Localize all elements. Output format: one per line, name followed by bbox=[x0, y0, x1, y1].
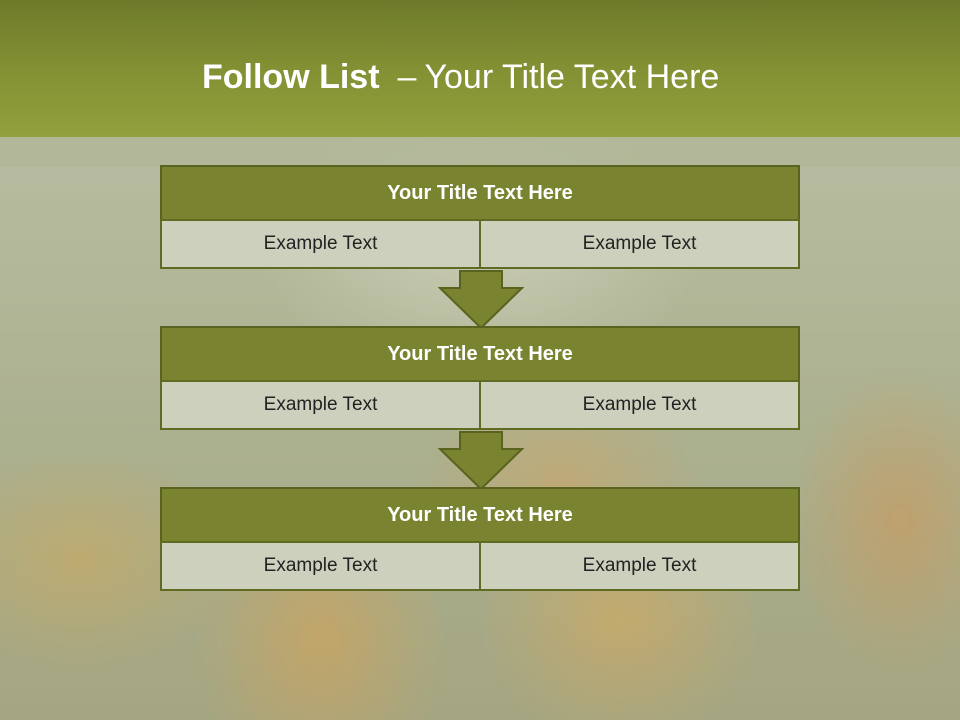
title-subtext: Your Title Text Here bbox=[424, 58, 720, 96]
block-cell-left: Example Text bbox=[160, 541, 481, 591]
block-cell-right: Example Text bbox=[479, 219, 800, 269]
block-title: Your Title Text Here bbox=[160, 326, 800, 382]
block-cell-left: Example Text bbox=[160, 380, 481, 430]
arrow-down-icon bbox=[438, 431, 524, 491]
block-cell-left: Example Text bbox=[160, 219, 481, 269]
block-cell-right: Example Text bbox=[479, 380, 800, 430]
follow-block-3: Your Title Text Here Example Text Exampl… bbox=[160, 487, 800, 591]
block-row: Example Text Example Text bbox=[160, 541, 800, 591]
block-cell-right: Example Text bbox=[479, 541, 800, 591]
header-band bbox=[0, 0, 960, 137]
block-row: Example Text Example Text bbox=[160, 380, 800, 430]
follow-block-1: Your Title Text Here Example Text Exampl… bbox=[160, 165, 800, 269]
header-strip bbox=[0, 137, 960, 167]
block-title: Your Title Text Here bbox=[160, 487, 800, 543]
arrow-down-icon bbox=[438, 270, 524, 330]
block-title: Your Title Text Here bbox=[160, 165, 800, 221]
title-dash: – bbox=[397, 58, 417, 96]
slide-title: Follow List–Your Title Text Here bbox=[202, 55, 719, 99]
follow-block-2: Your Title Text Here Example Text Exampl… bbox=[160, 326, 800, 430]
title-bold: Follow List bbox=[202, 58, 380, 96]
block-row: Example Text Example Text bbox=[160, 219, 800, 269]
